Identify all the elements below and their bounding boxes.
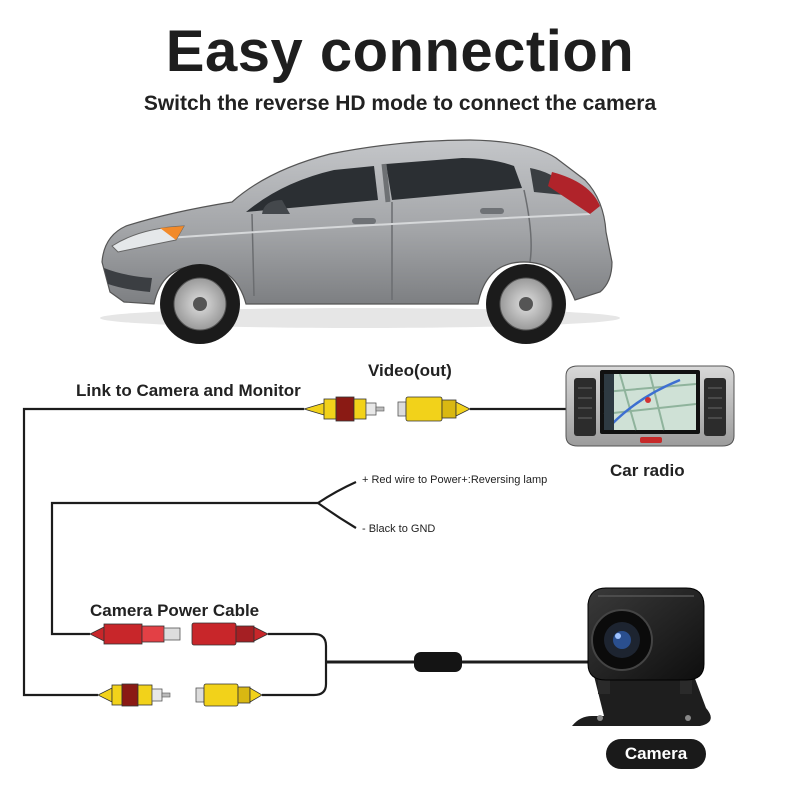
rca-connector-bottom-right: [195, 683, 263, 707]
camera-illustration: [572, 587, 711, 726]
combined-cable-loop: [262, 632, 328, 697]
inline-filter: [414, 652, 462, 672]
red-power-connector-right: [191, 622, 269, 646]
car-illustration: [100, 139, 620, 344]
wires: [22, 407, 590, 697]
camera-badge: Camera: [606, 739, 706, 769]
red-wire-label: + Red wire to Power+:Reversing lamp: [362, 474, 548, 486]
page-title: Easy connection: [165, 19, 635, 84]
car-radio-illustration: [565, 365, 735, 447]
page-subtitle: Switch the reverse HD mode to connect th…: [143, 92, 657, 115]
video-out-label: Video(out): [368, 361, 452, 380]
power-cable-label: Camera Power Cable: [90, 601, 260, 620]
video-link-wire: [22, 407, 304, 697]
red-power-connector-left: [89, 623, 181, 645]
black-wire: [317, 502, 357, 529]
rca-connector-link-left: [302, 396, 385, 422]
rca-connector-video-out: [397, 396, 471, 422]
red-wire: [317, 480, 357, 504]
rca-connector-bottom-left: [97, 683, 171, 707]
black-wire-label: - Black to GND: [362, 523, 436, 535]
link-label: Link to Camera and Monitor: [76, 381, 301, 400]
car-radio-label: Car radio: [610, 461, 685, 480]
power-branch-wire: [50, 501, 318, 636]
